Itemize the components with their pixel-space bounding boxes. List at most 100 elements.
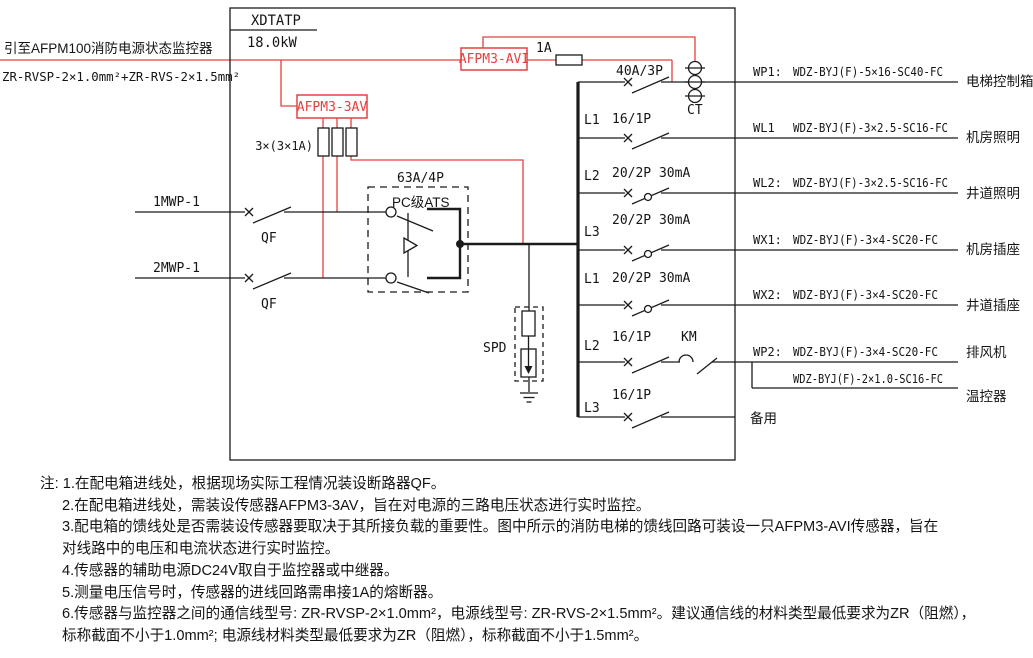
feeder-wp2: L2 16/1P KM WP2: WDZ-BYJ(F)-3×4-SC20-FC … <box>578 330 1007 404</box>
3av-label: AFPM3-3AV <box>297 100 368 115</box>
spare-load-label: 备用 <box>750 410 777 426</box>
source1-label: 1MWP-1 <box>153 195 200 210</box>
note-line-7: 6.传感器与监控器之间的通信线型号: ZR-RVSP-2×1.0mm²，电源线型… <box>62 606 976 623</box>
panel-id-label: XDTATP <box>251 13 301 29</box>
spd: SPD <box>483 244 544 403</box>
source2-label: 2MWP-1 <box>153 261 200 276</box>
contactor-blade <box>696 357 718 375</box>
sensor-fuse <box>345 127 358 157</box>
wire-to-3av <box>280 60 297 107</box>
source2-breaker-label: QF <box>261 297 277 312</box>
wp2-contactor-label: KM <box>681 330 697 345</box>
breaker-blade <box>252 206 292 224</box>
spd-fuse <box>521 310 536 337</box>
breaker-blade <box>631 76 670 94</box>
feeder-wl2: L2 20/2P 30mA WL2: WDZ-BYJ(F)-3×2.5-SC16… <box>578 166 1020 205</box>
wx2-load-label: 井道插座 <box>966 298 1020 313</box>
note-line-8: 标称截面不小于1.0mm²; 电源线材料类型最低要求为ZR（阻燃），标称截面不小… <box>62 627 649 644</box>
rcd-indicator <box>643 192 653 202</box>
note-line-4: 对线路中的电压和电流状态进行实时监控。 <box>62 541 340 558</box>
ats-blade-top <box>396 215 434 232</box>
spare-rating-label: 16/1P <box>612 388 651 403</box>
avi-to-ct-wire <box>482 36 696 61</box>
panel-capacity-label: 18.0kW <box>247 35 298 51</box>
breaker-blade <box>631 132 670 150</box>
wl2-id-label: WL2: <box>753 176 782 190</box>
wp1-rating-label: 40A/3P <box>616 64 663 79</box>
ats-type-label: PC级ATS <box>392 195 450 210</box>
ats-common-bracket <box>427 207 462 280</box>
rcd-indicator <box>643 304 653 314</box>
3av-box <box>296 94 368 119</box>
wp2-rating-label: 16/1P <box>612 330 651 345</box>
sensor-afpm3-avi: AFPM3-AVI 1A <box>459 41 583 71</box>
wx1-load-label: 机房插座 <box>966 242 1020 257</box>
wl2-phase-label: L2 <box>584 169 600 184</box>
ats-rating-label: 63A/4P <box>397 171 444 186</box>
panel-outline <box>229 7 736 461</box>
wp1-load-label: 电梯控制箱 <box>966 74 1033 89</box>
panel-box <box>229 7 736 461</box>
ats-blade-bottom <box>396 281 430 294</box>
avi-box <box>460 47 528 71</box>
wx1-rating-label: 20/2P 30mA <box>612 213 690 228</box>
wl2-load-label: 井道照明 <box>966 186 1020 201</box>
wl2-rating-label: 20/2P 30mA <box>612 166 690 181</box>
feeder-wx1: L3 20/2P 30mA WX1: WDZ-BYJ(F)-3×4-SC20-F… <box>578 213 1020 262</box>
wp2-aux-cable-label: WDZ-BYJ(F)-2×1.0-SC16-FC <box>793 372 943 386</box>
ats-contact-1 <box>385 206 397 218</box>
fuse-1a <box>555 54 583 66</box>
sensor-fuse <box>331 127 344 157</box>
sensor-afpm3-3av: AFPM3-3AV 3×(3×1A) <box>255 94 368 157</box>
spd-arrow <box>524 366 533 374</box>
avi-label: AFPM3-AVI <box>459 52 529 67</box>
wp1-id-label: WP1: <box>753 65 782 79</box>
wl1-id-label: WL1 <box>753 121 775 135</box>
wx2-phase-label: L1 <box>584 272 600 287</box>
wp1-cable-label: WDZ-BYJ(F)-5×16-SC40-FC <box>793 65 943 79</box>
spd-label: SPD <box>483 341 507 356</box>
fuse-group-label: 3×(3×1A) <box>255 139 313 153</box>
feeder-spare: L3 16/1P 备用 <box>578 388 777 429</box>
incoming-source-1: 1MWP-1 QF <box>135 195 386 246</box>
wp2-cable-label: WDZ-BYJ(F)-3×4-SC20-FC <box>793 345 938 359</box>
wp2-id-label: WP2: <box>753 345 782 359</box>
wx1-cable-label: WDZ-BYJ(F)-3×4-SC20-FC <box>793 233 938 247</box>
wl1-load-label: 机房照明 <box>966 130 1020 145</box>
note-line-3: 3.配电箱的馈线处是否需装设传感器要取决于其所接负载的重要性。图中所示的消防电梯… <box>62 519 939 536</box>
breaker-blade <box>631 356 670 374</box>
wp2-load-label: 排风机 <box>966 345 1007 360</box>
3av-tap-output <box>350 156 524 244</box>
note-line-1: 注: 1.在配电箱进线处，根据现场实际工程情况装设断路器QF。 <box>40 476 446 492</box>
panel-title: XDTATP 18.0kW <box>230 13 317 51</box>
monitor-cable-label: ZR-RVSP-2×1.0mm²+ZR-RVS-2×1.5mm² <box>2 70 240 84</box>
wl1-cable-label: WDZ-BYJ(F)-3×2.5-SC16-FC <box>793 121 948 135</box>
terminal-cross <box>244 207 254 217</box>
ats-contact-2 <box>385 272 397 284</box>
spare-phase-label: L3 <box>584 401 600 416</box>
feeder-wp1: 40A/3P CT WP1: WDZ-BYJ(F)-5×16-SC40-FC 电… <box>578 60 1033 118</box>
breaker-blade <box>252 272 292 290</box>
ct-label: CT <box>687 103 703 118</box>
wx2-id-label: WX2: <box>753 288 782 302</box>
wl2-cable-label: WDZ-BYJ(F)-3×2.5-SC16-FC <box>793 176 948 190</box>
feeder-wl1: L1 16/1P WL1 WDZ-BYJ(F)-3×2.5-SC16-FC 机房… <box>578 112 1020 150</box>
feeder-wx2: L1 20/2P 30mA WX2: WDZ-BYJ(F)-3×4-SC20-F… <box>578 271 1020 317</box>
sensor-fuse <box>317 127 330 157</box>
contactor-coil <box>678 354 694 363</box>
wx1-id-label: WX1: <box>753 233 782 247</box>
breaker-blade <box>631 411 670 429</box>
note-line-2: 2.在配电箱进线处，需装设传感器AFPM3-3AV，旨在对电源的三路电压状态进行… <box>62 497 651 514</box>
rcd-indicator <box>643 249 653 259</box>
wl1-rating-label: 16/1P <box>612 112 651 127</box>
wx2-cable-label: WDZ-BYJ(F)-3×4-SC20-FC <box>793 288 938 302</box>
wp2-aux-load-label: 温控器 <box>966 389 1007 404</box>
fuse-1a-label: 1A <box>536 41 552 56</box>
note-line-5: 4.传感器的辅助电源DC24V取自于监控器或中继器。 <box>62 562 399 579</box>
ats-actuator-triangle <box>403 236 419 255</box>
source1-breaker-label: QF <box>261 231 277 246</box>
wx2-rating-label: 20/2P 30mA <box>612 271 690 286</box>
incoming-source-2: 2MWP-1 QF <box>135 261 386 312</box>
wl1-phase-label: L1 <box>584 113 600 128</box>
